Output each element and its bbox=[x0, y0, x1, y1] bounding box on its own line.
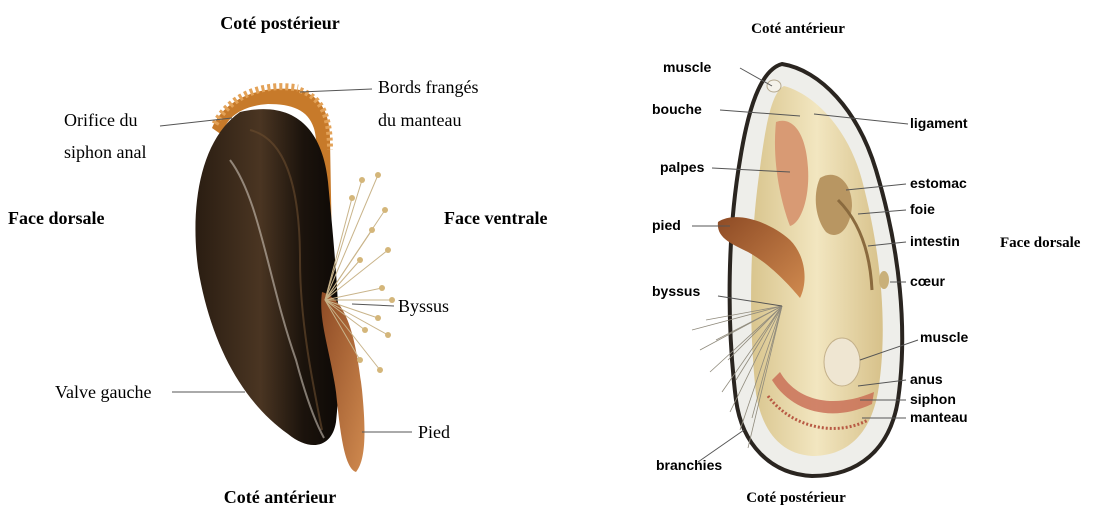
right-side-label-dorsal: Face dorsale bbox=[1000, 235, 1081, 251]
byssus-tips bbox=[349, 172, 395, 373]
left-valve-shell bbox=[195, 109, 339, 445]
label-foie: foie bbox=[910, 201, 935, 217]
heart bbox=[879, 271, 889, 289]
label-estomac: estomac bbox=[910, 175, 967, 191]
label-bords-line1: Bords frangés bbox=[378, 77, 478, 97]
label-pied-right: pied bbox=[652, 217, 681, 233]
label-valve-gauche: Valve gauche bbox=[55, 382, 151, 402]
label-byssus-left: Byssus bbox=[398, 296, 449, 316]
label-orifice-line2: siphon anal bbox=[64, 142, 147, 162]
label-anus: anus bbox=[910, 371, 943, 387]
right-top-label: Coté antérieur bbox=[751, 21, 845, 37]
label-siphon: siphon bbox=[910, 391, 956, 407]
label-muscle-bottom: muscle bbox=[920, 329, 968, 345]
right-bottom-label: Coté postérieur bbox=[746, 490, 846, 506]
right-mussel-figure: Coté antérieur Coté postérieur Face dors… bbox=[652, 21, 1081, 506]
label-intestin: intestin bbox=[910, 233, 960, 249]
label-muscle-top: muscle bbox=[663, 59, 711, 75]
label-manteau: manteau bbox=[910, 409, 968, 425]
label-byssus-right: byssus bbox=[652, 283, 700, 299]
label-branchies: branchies bbox=[656, 457, 722, 473]
left-top-label: Coté postérieur bbox=[220, 13, 339, 33]
posterior-muscle bbox=[824, 338, 860, 386]
label-palpes: palpes bbox=[660, 159, 705, 175]
label-ligament: ligament bbox=[910, 115, 968, 131]
label-orifice-line1: Orifice du bbox=[64, 110, 137, 130]
label-bords-line2: du manteau bbox=[378, 110, 461, 130]
left-bottom-label: Coté antérieur bbox=[224, 487, 336, 507]
left-side-label-ventral: Face ventrale bbox=[444, 208, 547, 228]
label-pied-left: Pied bbox=[418, 422, 450, 442]
anterior-muscle bbox=[767, 80, 781, 92]
label-coeur: cœur bbox=[910, 273, 946, 289]
label-bouche: bouche bbox=[652, 101, 702, 117]
left-side-label-dorsal: Face dorsale bbox=[8, 208, 104, 228]
left-mussel-figure: Coté postérieur Coté antérieur Face dors… bbox=[8, 13, 547, 507]
